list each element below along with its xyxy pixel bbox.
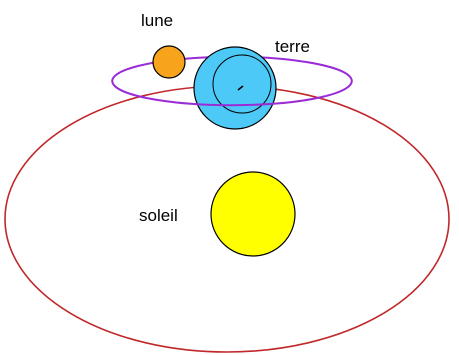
earth-label: terre: [275, 37, 310, 56]
sun: [210, 171, 296, 257]
moon-label: lune: [141, 11, 173, 30]
moon-orbit-front: [111, 65, 327, 107]
earth-inner-ring: [212, 54, 272, 114]
earth: [193, 46, 277, 130]
sun-label: soleil: [139, 206, 178, 225]
moon: [152, 45, 186, 79]
earth-axis-mark: [237, 85, 244, 91]
